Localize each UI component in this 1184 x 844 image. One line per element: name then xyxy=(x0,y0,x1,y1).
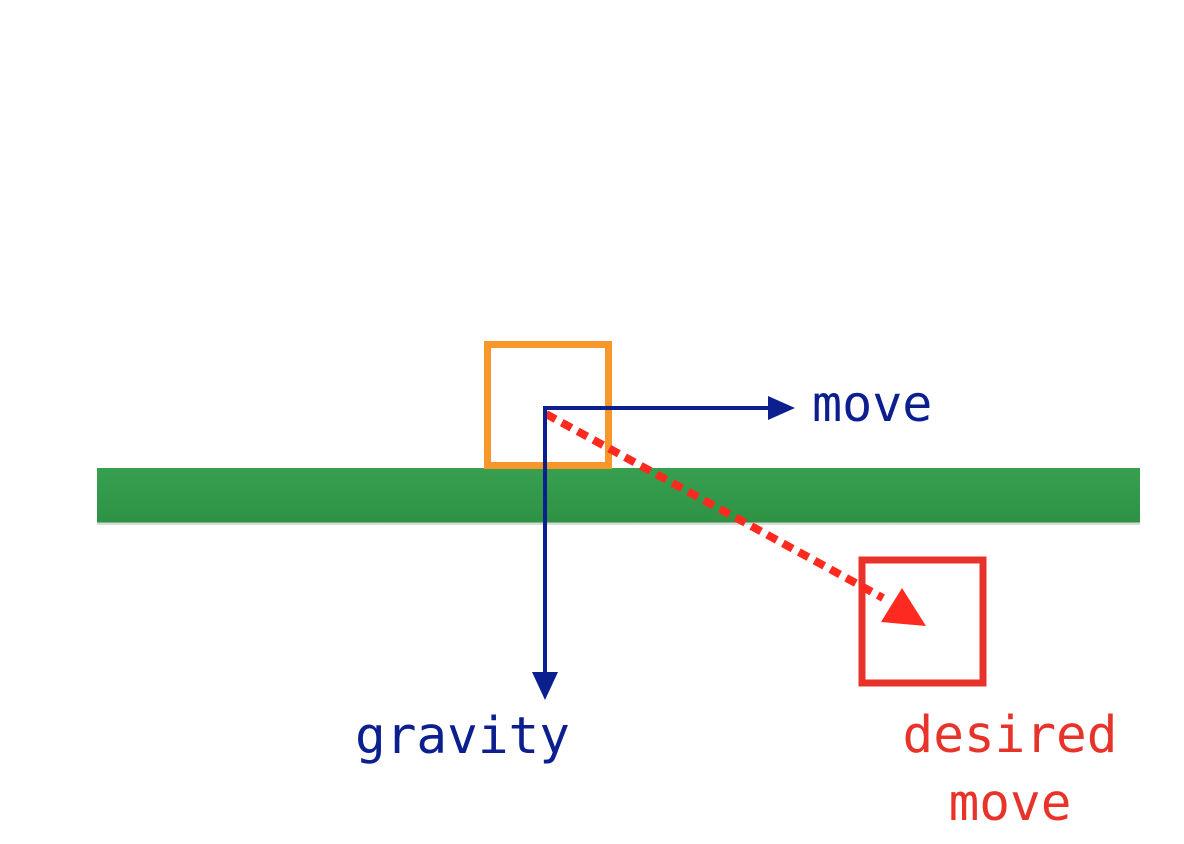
player-box xyxy=(484,341,612,469)
desired-position-box xyxy=(858,556,987,687)
ground-platform xyxy=(97,468,1140,523)
desired-move-line xyxy=(544,410,885,602)
arrow-down-icon xyxy=(532,672,558,700)
desired-move-label-line1: desired xyxy=(903,706,1118,765)
arrow-right-icon xyxy=(768,396,795,420)
ground-shadow xyxy=(97,522,1140,525)
gravity-label: gravity xyxy=(355,707,570,766)
desired-move-label-line2: move xyxy=(949,774,1072,833)
desired-move-arrowhead-icon xyxy=(881,588,926,626)
move-label: move xyxy=(812,375,932,433)
